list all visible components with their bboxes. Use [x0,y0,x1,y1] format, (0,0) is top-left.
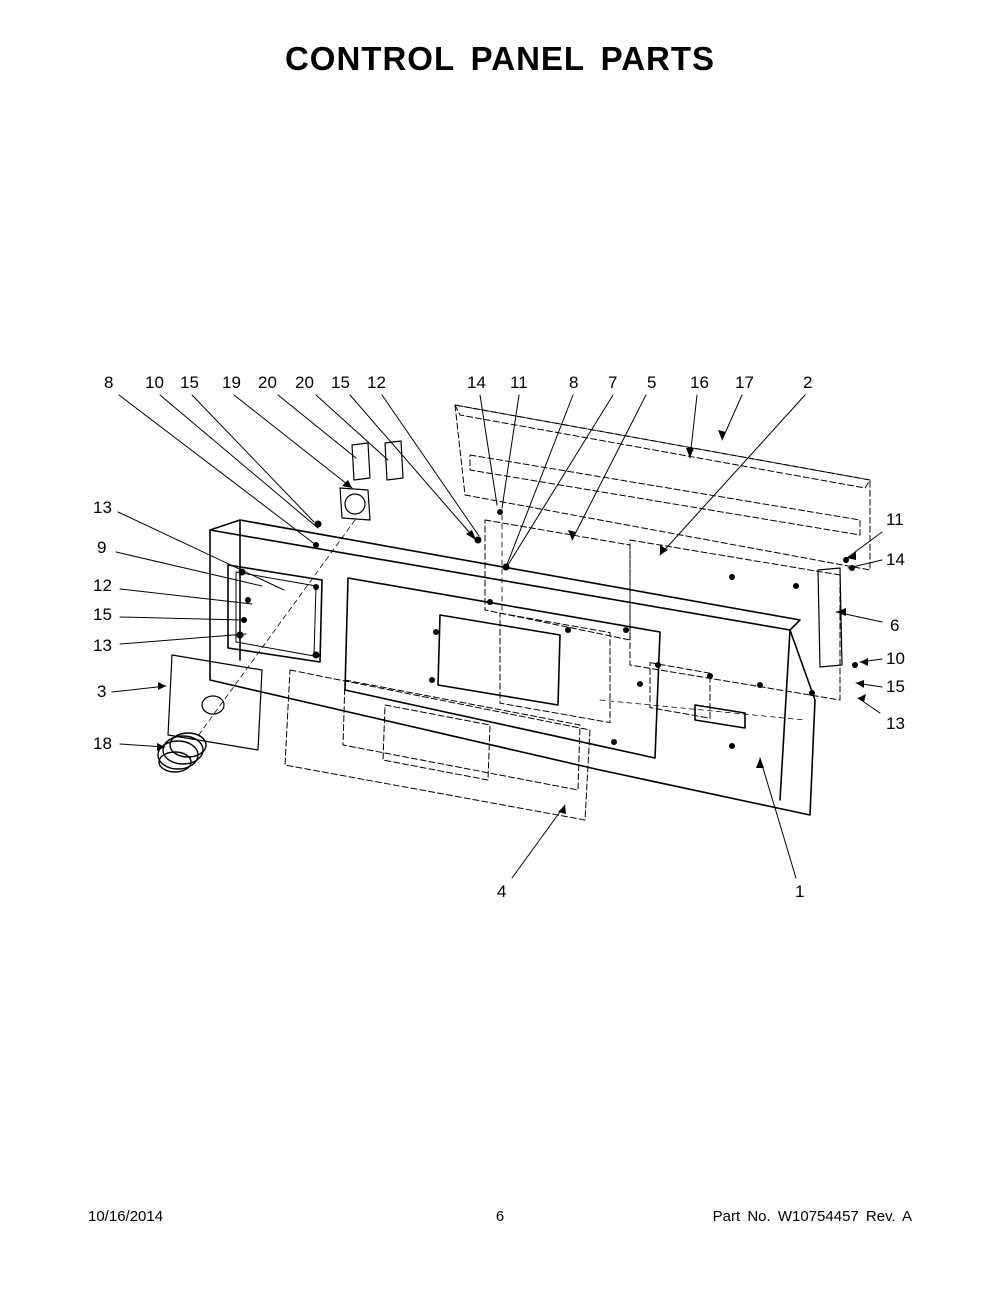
page-title: CONTROL PANEL PARTS [284,40,716,77]
callout-7: 7 [608,373,617,392]
part-6-bracket [817,567,843,668]
callout-16: 16 [690,373,709,392]
callout-13: 13 [93,636,112,655]
callout-11: 11 [510,373,528,392]
callout-labels: 8 10 15 19 20 20 15 12 14 11 8 7 5 16 17… [93,373,905,901]
part-3-side-panel [167,654,263,751]
callout-8: 8 [104,373,113,392]
fasteners [236,509,858,749]
callout-9: 9 [97,538,106,557]
part-20-clip-b [384,440,404,481]
part-1-console-housing [209,519,816,816]
part-4-front-overlay [284,669,591,821]
callout-12: 12 [367,373,386,392]
callout-20: 20 [258,373,277,392]
part-19-bracket [339,487,371,521]
callout-2: 2 [803,373,812,392]
part-17-overlay-sheet [454,404,871,571]
callout-12: 12 [93,576,112,595]
callout-15: 15 [886,677,905,696]
assembly-lines [194,514,806,741]
part-5-board [484,519,631,724]
callout-19: 19 [222,373,241,392]
part-2-control-board [629,539,841,719]
callout-13: 13 [886,714,905,733]
part-16-strip [469,454,861,536]
callout-10: 10 [886,649,905,668]
callout-17: 17 [735,373,754,392]
part-18-knob [157,732,207,773]
footer-date: 10/16/2014 [88,1208,164,1225]
callout-8: 8 [569,373,578,392]
callout-18: 18 [93,734,112,753]
callout-11: 11 [886,510,904,529]
callout-10: 10 [145,373,164,392]
callout-6: 6 [890,616,899,635]
callout-13: 13 [93,498,112,517]
callout-4: 4 [497,882,506,901]
callout-15: 15 [331,373,350,392]
part-20-clip-a [351,442,371,481]
arrowheads [157,430,868,814]
callout-14: 14 [886,550,905,569]
callout-20: 20 [295,373,314,392]
callout-1: 1 [795,882,804,901]
callout-5: 5 [647,373,656,392]
callout-3: 3 [97,682,106,701]
callout-14: 14 [467,373,486,392]
callout-15: 15 [93,605,112,624]
callout-15: 15 [180,373,199,392]
footer-page-number: 6 [495,1208,505,1225]
footer-part-number: Part No. W10754457 Rev. A [712,1208,912,1225]
